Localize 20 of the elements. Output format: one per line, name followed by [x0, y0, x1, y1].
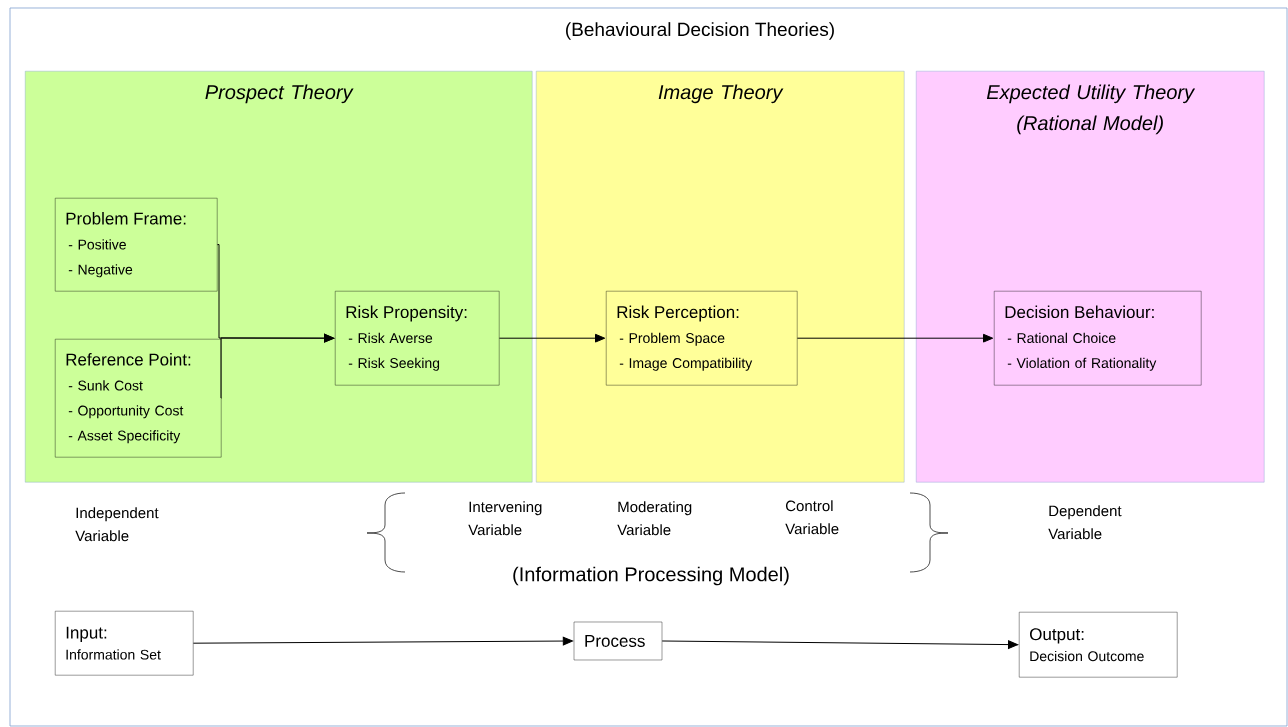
variable-label: Intervening Variable	[468, 501, 542, 536]
arrow	[661, 640, 1019, 649]
variable-box: Reference Point: - Sunk Cost - Opportunity Cost - Asset Specificity	[55, 339, 222, 458]
arrow	[796, 333, 994, 343]
variable-box: Problem Frame: - Positive - Negative	[55, 198, 218, 292]
variable-box: Process	[573, 621, 663, 661]
model-label: (Information Processing Model)	[513, 566, 789, 586]
variable-box: Input: Information Set	[55, 611, 194, 676]
arrow	[220, 333, 335, 399]
variable-label: Control Variable	[785, 500, 839, 535]
arrow	[192, 636, 573, 646]
title: (Behavioural Decision Theories)	[566, 22, 834, 40]
variable-label: Independent Variable	[75, 507, 159, 542]
variable-label: Moderating Variable	[617, 501, 692, 536]
variable-box: Risk Perception: - Problem Space - Image Compatibility	[606, 291, 798, 386]
arrow	[498, 333, 606, 343]
variable-box: Decision Behaviour: - Rational Choice - Violation of Rationality	[994, 291, 1202, 386]
variable-box: Risk Propensity: - Risk Averse - Risk Seeking	[335, 291, 500, 386]
variable-label: Dependent Variable	[1048, 505, 1122, 540]
variable-box: Output: Decision Outcome	[1019, 612, 1178, 678]
